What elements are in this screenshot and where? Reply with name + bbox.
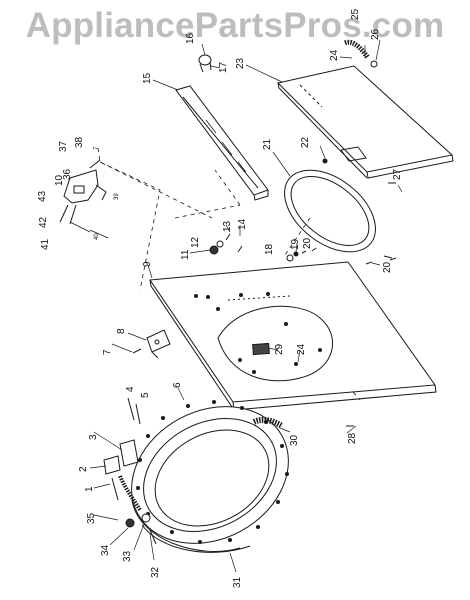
callout-33: 33 xyxy=(122,550,133,562)
callout-2: 2 xyxy=(78,466,89,472)
callout-12: 12 xyxy=(190,236,201,248)
callout-18: 18 xyxy=(264,243,275,255)
callout-16: 16 xyxy=(185,32,196,44)
callout-23: 23 xyxy=(235,57,246,69)
door-handle-part xyxy=(344,39,378,68)
callout-37: 37 xyxy=(58,140,69,152)
callout-28: 28 xyxy=(347,432,358,444)
front-panel-part xyxy=(149,261,437,411)
callout-7: 7 xyxy=(102,349,113,355)
callout-29: 29 xyxy=(274,343,285,355)
callout-10: 10 xyxy=(54,174,65,186)
knob-part xyxy=(198,54,212,73)
callout-9: 9 xyxy=(142,261,153,267)
switch-bracket-part xyxy=(132,329,171,359)
callout-25: 25 xyxy=(350,8,361,20)
callout-22: 22 xyxy=(300,136,311,148)
callout-34: 34 xyxy=(100,544,111,556)
callout-27: 27 xyxy=(392,168,403,180)
callout-labels: 16 17 15 23 24 25 26 22 21 27 37 38 36 1… xyxy=(37,8,403,588)
leader-lines xyxy=(69,39,403,573)
callout-40: 40 xyxy=(94,233,100,240)
callout-6: 6 xyxy=(172,382,183,388)
callout-20-top: 20 xyxy=(302,237,313,249)
callout-4: 4 xyxy=(125,386,136,392)
callout-3: 3 xyxy=(88,434,99,440)
callout-19: 19 xyxy=(290,238,301,250)
callout-15: 15 xyxy=(142,72,153,84)
callout-36: 36 xyxy=(62,168,73,180)
callout-17: 17 xyxy=(218,61,229,73)
door-panel-part xyxy=(277,65,454,179)
latch-assembly-part xyxy=(59,159,107,225)
callout-1: 1 xyxy=(84,486,95,492)
callout-5: 5 xyxy=(140,392,151,398)
callout-32: 32 xyxy=(150,566,161,578)
callout-30: 30 xyxy=(289,434,300,446)
door-bezel-ring-part xyxy=(131,400,289,553)
door-gasket-ring-part xyxy=(284,169,376,253)
screws-part xyxy=(127,255,397,427)
hinge-block-part xyxy=(103,439,139,501)
callout-13: 13 xyxy=(222,220,233,232)
latch-strike-part xyxy=(252,416,284,429)
callout-39: 39 xyxy=(114,193,120,200)
callout-14: 14 xyxy=(237,218,248,230)
watermark-text: AppliancePartsPros.com xyxy=(25,6,445,45)
callout-31: 31 xyxy=(232,576,243,588)
callout-42: 42 xyxy=(38,216,49,228)
callout-24-top: 24 xyxy=(329,49,340,61)
hinge-bar-part xyxy=(175,85,269,201)
callout-7-dash: 7 xyxy=(94,146,100,150)
callout-26: 26 xyxy=(370,28,381,40)
callout-38: 38 xyxy=(74,136,85,148)
spring-part xyxy=(118,475,157,545)
callout-43: 43 xyxy=(37,190,48,202)
callout-8: 8 xyxy=(116,328,127,334)
callout-24-mid: 24 xyxy=(296,343,307,355)
callout-21: 21 xyxy=(262,138,273,150)
callout-35: 35 xyxy=(86,512,97,524)
callout-11: 11 xyxy=(180,249,191,260)
callout-20-right: 20 xyxy=(382,261,393,273)
callout-41: 41 xyxy=(40,238,51,250)
